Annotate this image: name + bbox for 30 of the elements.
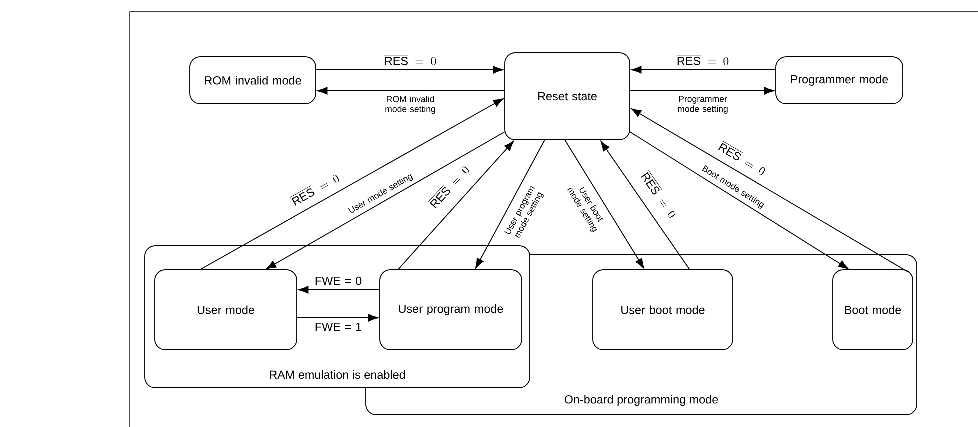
arrow bbox=[630, 87, 774, 95]
state-box: User mode bbox=[154, 270, 298, 350]
arrow bbox=[200, 98, 504, 270]
arrow bbox=[600, 141, 690, 270]
edge-label: Programmer mode setting bbox=[678, 96, 728, 114]
arrow bbox=[398, 141, 514, 270]
arrow bbox=[318, 87, 506, 95]
state-box: Programmer mode bbox=[776, 56, 904, 104]
edge-label: $\overline{\mathrm{RES}} = 0$ bbox=[428, 166, 470, 209]
edge-label: $\overline{\mathrm{RES}} = 0$ bbox=[290, 175, 340, 206]
state-box: ROM invalid mode bbox=[190, 56, 316, 104]
arrow bbox=[298, 286, 380, 294]
state-box: User boot mode bbox=[592, 270, 734, 350]
arrow bbox=[296, 314, 378, 322]
edge-label: FWE = 0 bbox=[316, 276, 362, 286]
arrow bbox=[630, 132, 849, 270]
arrow bbox=[564, 140, 644, 269]
arrow bbox=[266, 132, 506, 270]
state-box: Reset state bbox=[504, 52, 630, 140]
edge-label: ROM invalid mode setting bbox=[386, 96, 436, 114]
arrow bbox=[316, 66, 504, 74]
edge-label: FWE = 1 bbox=[316, 322, 362, 332]
state-box: User program mode bbox=[380, 270, 522, 350]
arrow bbox=[476, 140, 546, 269]
edge-label: $\overline{\mathrm{RES}} = 0$ bbox=[718, 141, 766, 176]
edge-label: $\overline{\mathrm{RES}} = 0$ bbox=[384, 55, 436, 66]
state-box: Boot mode bbox=[832, 270, 914, 350]
arrow bbox=[632, 66, 776, 74]
edge-label: $\overline{\mathrm{RES}} = 0$ bbox=[641, 170, 676, 218]
edge-label: $\overline{\mathrm{RES}} = 0$ bbox=[676, 55, 729, 66]
